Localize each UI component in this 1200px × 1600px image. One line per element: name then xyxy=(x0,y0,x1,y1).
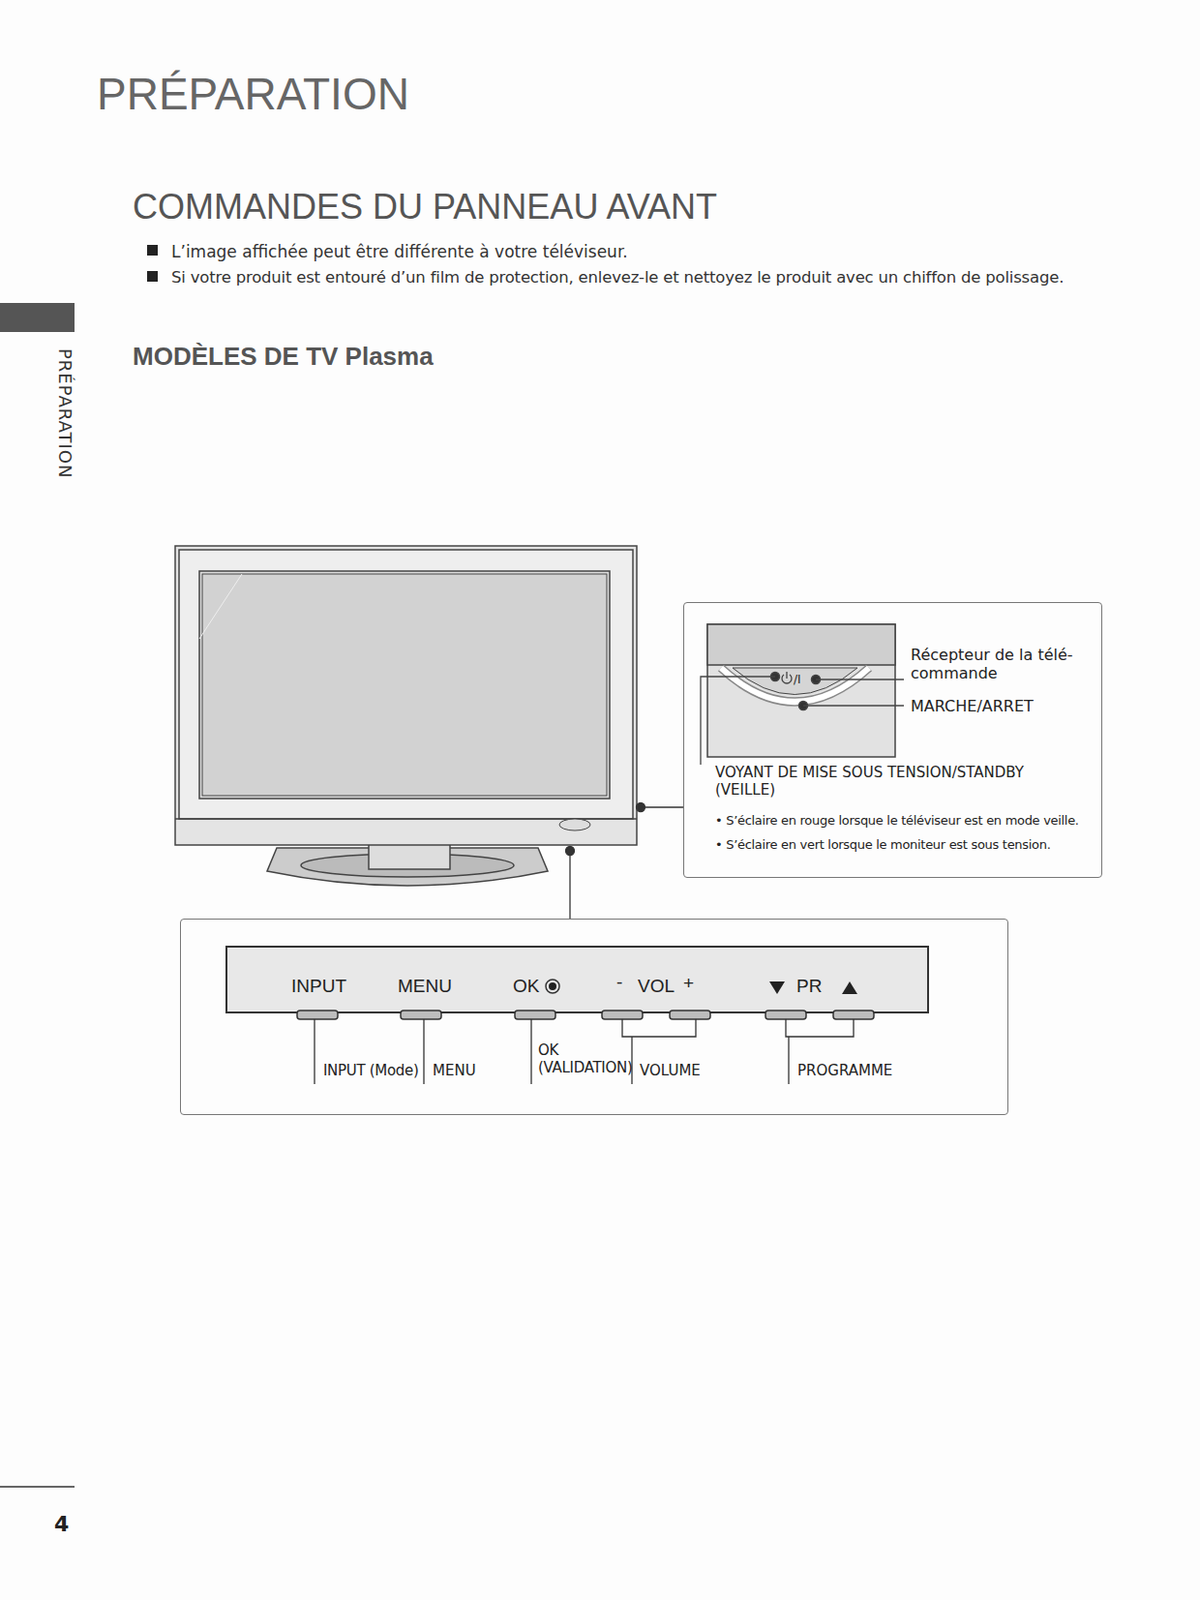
side-tab xyxy=(0,302,75,332)
control-label: INPUT (Mode) xyxy=(323,1061,420,1080)
leader-lines xyxy=(566,803,685,920)
note: L’image affichée peut être différente à … xyxy=(171,241,629,262)
control-label: MENU xyxy=(432,1061,477,1080)
button-label: + xyxy=(683,972,694,995)
sub-heading: MODÈLES DE TV Plasma xyxy=(132,341,434,372)
callout-label: Récepteur de la télé-commande xyxy=(910,645,1080,683)
bullet-square xyxy=(147,244,158,256)
button-symbol: /I xyxy=(793,672,802,687)
callout-heading: VOYANT DE MISE SOUS TENSION/STANDBY (VEI… xyxy=(715,763,1083,799)
page-number: 4 xyxy=(54,1511,69,1537)
side-tab-label: PRÉPARATION xyxy=(54,348,76,479)
callout-box: INPUT (Mode)MENUOK (VALIDATION)VOLUMEPRO… xyxy=(180,918,1009,1115)
control-label: OK (VALIDATION) xyxy=(538,1041,635,1077)
note: Si votre produit est entouré d’un film d… xyxy=(171,268,1064,288)
callout-box: Récepteur de la télé-commandeMARCHE/ARRE… xyxy=(683,601,1103,878)
callout-note: • S’éclaire en vert lorsque le moniteur … xyxy=(715,837,1051,853)
section-heading: COMMANDES DU PANNEAU AVANT xyxy=(132,185,718,228)
button-label: OK xyxy=(512,975,540,998)
button-label: - xyxy=(616,971,623,994)
button-label: INPUT xyxy=(291,975,347,998)
control-label: PROGRAMME xyxy=(797,1061,893,1080)
page-heading: PRÉPARATION xyxy=(96,67,410,121)
control-label: VOLUME xyxy=(639,1061,701,1080)
button-label: PR xyxy=(796,975,822,998)
button-label: VOL xyxy=(637,975,675,998)
button-label: MENU xyxy=(397,975,452,998)
footer-rule xyxy=(0,1485,75,1488)
callout-note: • S’éclaire en rouge lorsque le télévise… xyxy=(715,812,1080,829)
tv-illustration xyxy=(175,545,637,886)
control-panel xyxy=(226,946,929,1084)
power-panel-detail xyxy=(700,624,904,765)
callout-label: MARCHE/ARRET xyxy=(910,696,1034,716)
bullet-square xyxy=(147,270,158,282)
